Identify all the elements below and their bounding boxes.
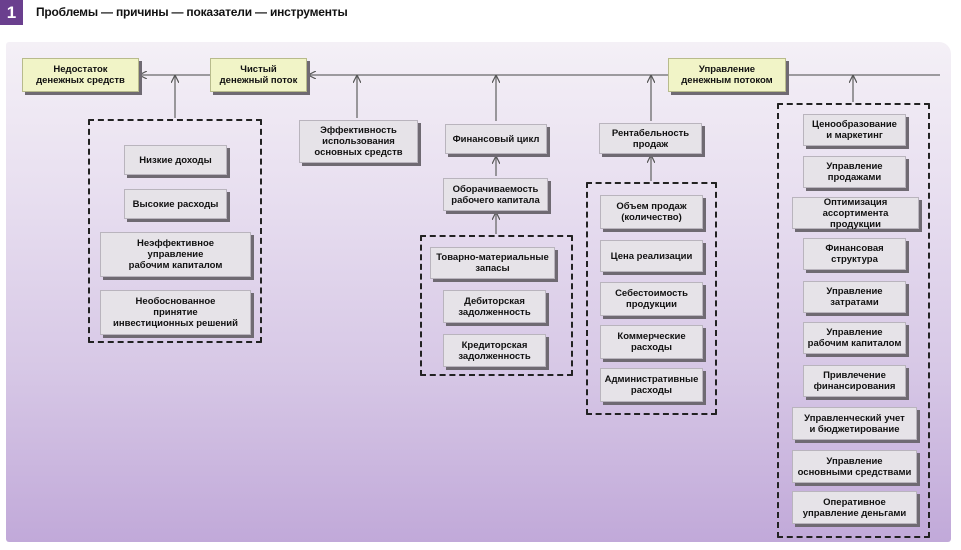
turnover-box: Оборачиваемость рабочего капитала [443, 178, 548, 211]
figure-number: 1 [0, 0, 23, 25]
sales-item: Себестоимость продукции [600, 282, 703, 316]
tools-group [777, 103, 930, 538]
header: 1 Проблемы — причины — показатели — инст… [0, 0, 961, 26]
sales-item: Объем продаж (количество) [600, 195, 703, 229]
tool-item: Оперативное управление деньгами [792, 491, 917, 524]
tool-item: Управление рабочим капиталом [803, 322, 906, 354]
cause-item: Неэффективное управление рабочим капитал… [100, 232, 251, 277]
sales-item: Административные расходы [600, 368, 703, 402]
tool-item: Управление продажами [803, 156, 906, 188]
tool-item: Финансовая структура [803, 238, 906, 270]
profitability-box: Рентабельность продаж [599, 123, 702, 154]
capital-item: Кредиторская задолженность [443, 334, 546, 367]
tool-item: Ценообразование и маркетинг [803, 114, 906, 146]
sales-factors-group [586, 182, 717, 415]
cash-flow-management-box: Управление денежным потоком [668, 58, 786, 92]
capital-item: Товарно-материальные запасы [430, 247, 555, 279]
capital-item: Дебиторская задолженность [443, 290, 546, 323]
cause-item: Низкие доходы [124, 145, 227, 175]
tool-item: Привлечение финансирования [803, 365, 906, 397]
tool-item: Управленческий учет и бюджетирование [792, 407, 917, 440]
tool-item: Оптимизация ассортимента продукции [792, 197, 919, 230]
deficit-box: Недостаток денежных средств [22, 58, 139, 92]
tool-item: Управление основными средствами [792, 450, 917, 483]
working-capital-group [420, 235, 573, 376]
cause-item: Необоснованное принятие инвестиционных р… [100, 290, 251, 335]
figure-title: Проблемы — причины — показатели — инстру… [36, 5, 348, 19]
sales-item: Цена реализации [600, 240, 703, 272]
net-flow-box: Чистый денежный поток [210, 58, 307, 92]
sales-item: Коммерческие расходы [600, 325, 703, 359]
financial-cycle-box: Финансовый цикл [445, 124, 547, 154]
efficiency-box: Эффективность использования основных сре… [299, 120, 418, 163]
tool-item: Управление затратами [803, 281, 906, 313]
cause-item: Высокие расходы [124, 189, 227, 219]
causes-group [88, 119, 262, 343]
